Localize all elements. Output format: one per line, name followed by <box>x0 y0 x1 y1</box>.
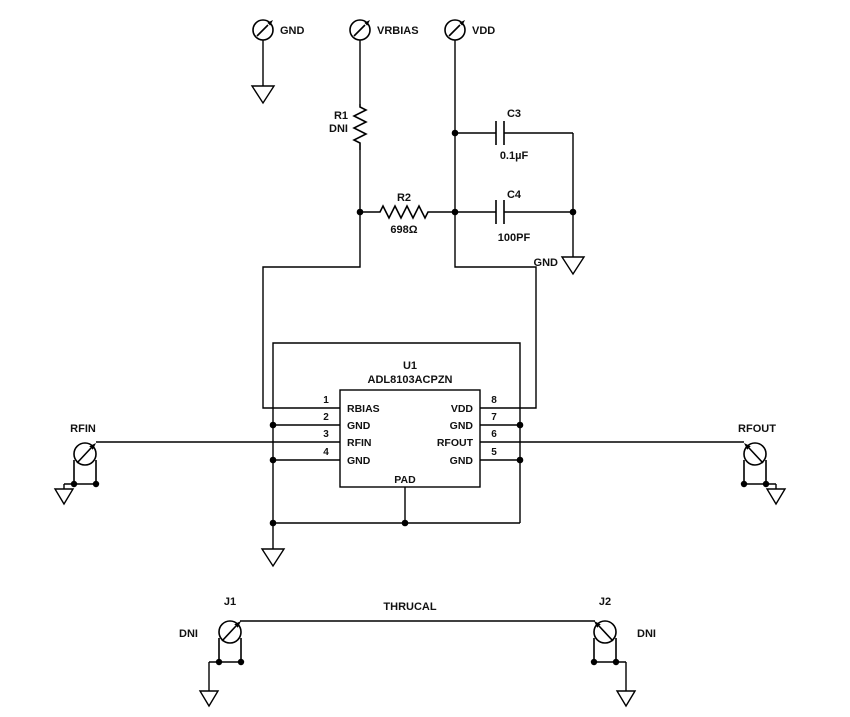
port-arrow-icon <box>349 19 371 41</box>
c4-value: 100PF <box>498 232 531 244</box>
ground-symbol <box>198 690 220 708</box>
rfout-label: RFOUT <box>738 423 776 435</box>
u1-pin1-name: RBIAS <box>347 403 380 415</box>
capacitor-c4: C4 100PF <box>455 189 573 244</box>
ground-symbol <box>765 488 787 506</box>
j1-dni-note: DNI <box>179 628 198 640</box>
thrucal-label: THRUCAL <box>383 601 436 613</box>
u1-pin1-number: 1 <box>323 395 329 406</box>
coax-connector-icon <box>589 620 627 667</box>
rf-connector-rfout: RFOUT <box>738 423 787 506</box>
power-port-vrbias-label: VRBIAS <box>377 25 419 37</box>
decoupling-gnd-label: GND <box>534 257 559 269</box>
coax-connector-icon <box>63 442 100 489</box>
net-vdd-route <box>454 40 537 409</box>
coax-connector-icon <box>208 620 245 667</box>
rf-connector-j2: J2 DNI <box>589 596 656 708</box>
u1-pin7-name: GND <box>450 420 474 432</box>
ground-symbol <box>250 85 276 105</box>
power-port-vdd-label: VDD <box>472 25 495 37</box>
junction-dots <box>269 129 577 527</box>
resistor-r2: R2 698Ω <box>360 192 455 236</box>
ground-symbol <box>560 256 586 276</box>
port-arrow-icon <box>444 19 466 41</box>
u1-pin2-number: 2 <box>323 412 329 423</box>
power-port-gnd: GND <box>250 19 305 105</box>
ground-symbol <box>53 488 75 506</box>
coax-connector-icon <box>739 442 777 489</box>
rfin-label: RFIN <box>70 423 96 435</box>
c3-value: 0.1µF <box>500 150 529 162</box>
u1-refdes: U1 <box>403 360 417 372</box>
u1-pad-label: PAD <box>394 474 416 486</box>
r1-value: DNI <box>329 123 348 135</box>
ic-u1: U1 ADL8103ACPZN PAD 1 2 3 4 RBIAS GND RF… <box>323 360 497 488</box>
u1-pin6-name: RFOUT <box>437 437 474 449</box>
net-gnd-ring <box>260 342 521 568</box>
u1-pin8-name: VDD <box>451 403 474 415</box>
power-port-vdd: VDD <box>444 19 495 41</box>
c3-refdes: C3 <box>507 108 521 120</box>
resistor-r1: R1 DNI <box>329 104 368 150</box>
j2-dni-note: DNI <box>637 628 656 640</box>
r1-refdes: R1 <box>334 110 348 122</box>
u1-pin7-number: 7 <box>491 412 497 423</box>
port-arrow-icon <box>252 19 274 41</box>
rf-connector-rfin: RFIN <box>53 423 100 506</box>
rf-connector-j1: J1 DNI <box>179 596 245 708</box>
ground-symbol <box>260 548 286 568</box>
capacitor-c3: C3 0.1µF <box>455 108 573 162</box>
u1-pin2-name: GND <box>347 420 371 432</box>
j1-refdes: J1 <box>224 596 236 608</box>
u1-pin6-number: 6 <box>491 429 497 440</box>
u1-pin4-number: 4 <box>323 447 329 458</box>
r2-value: 698Ω <box>390 224 417 236</box>
net-rbias-route <box>262 212 361 409</box>
u1-part-number: ADL8103ACPZN <box>368 374 453 386</box>
j2-refdes: J2 <box>599 596 611 608</box>
u1-pin5-name: GND <box>450 455 474 467</box>
u1-pin5-number: 5 <box>491 447 497 458</box>
u1-pin3-number: 3 <box>323 429 329 440</box>
u1-pin4-name: GND <box>347 455 371 467</box>
power-port-gnd-label: GND <box>280 25 305 37</box>
c4-refdes: C4 <box>507 189 522 201</box>
u1-pin3-name: RFIN <box>347 437 372 449</box>
ground-decoupling: GND <box>534 133 586 276</box>
r2-refdes: R2 <box>397 192 411 204</box>
u1-pin8-number: 8 <box>491 395 497 406</box>
power-port-vrbias: VRBIAS <box>349 19 419 104</box>
ground-symbol <box>615 690 637 708</box>
